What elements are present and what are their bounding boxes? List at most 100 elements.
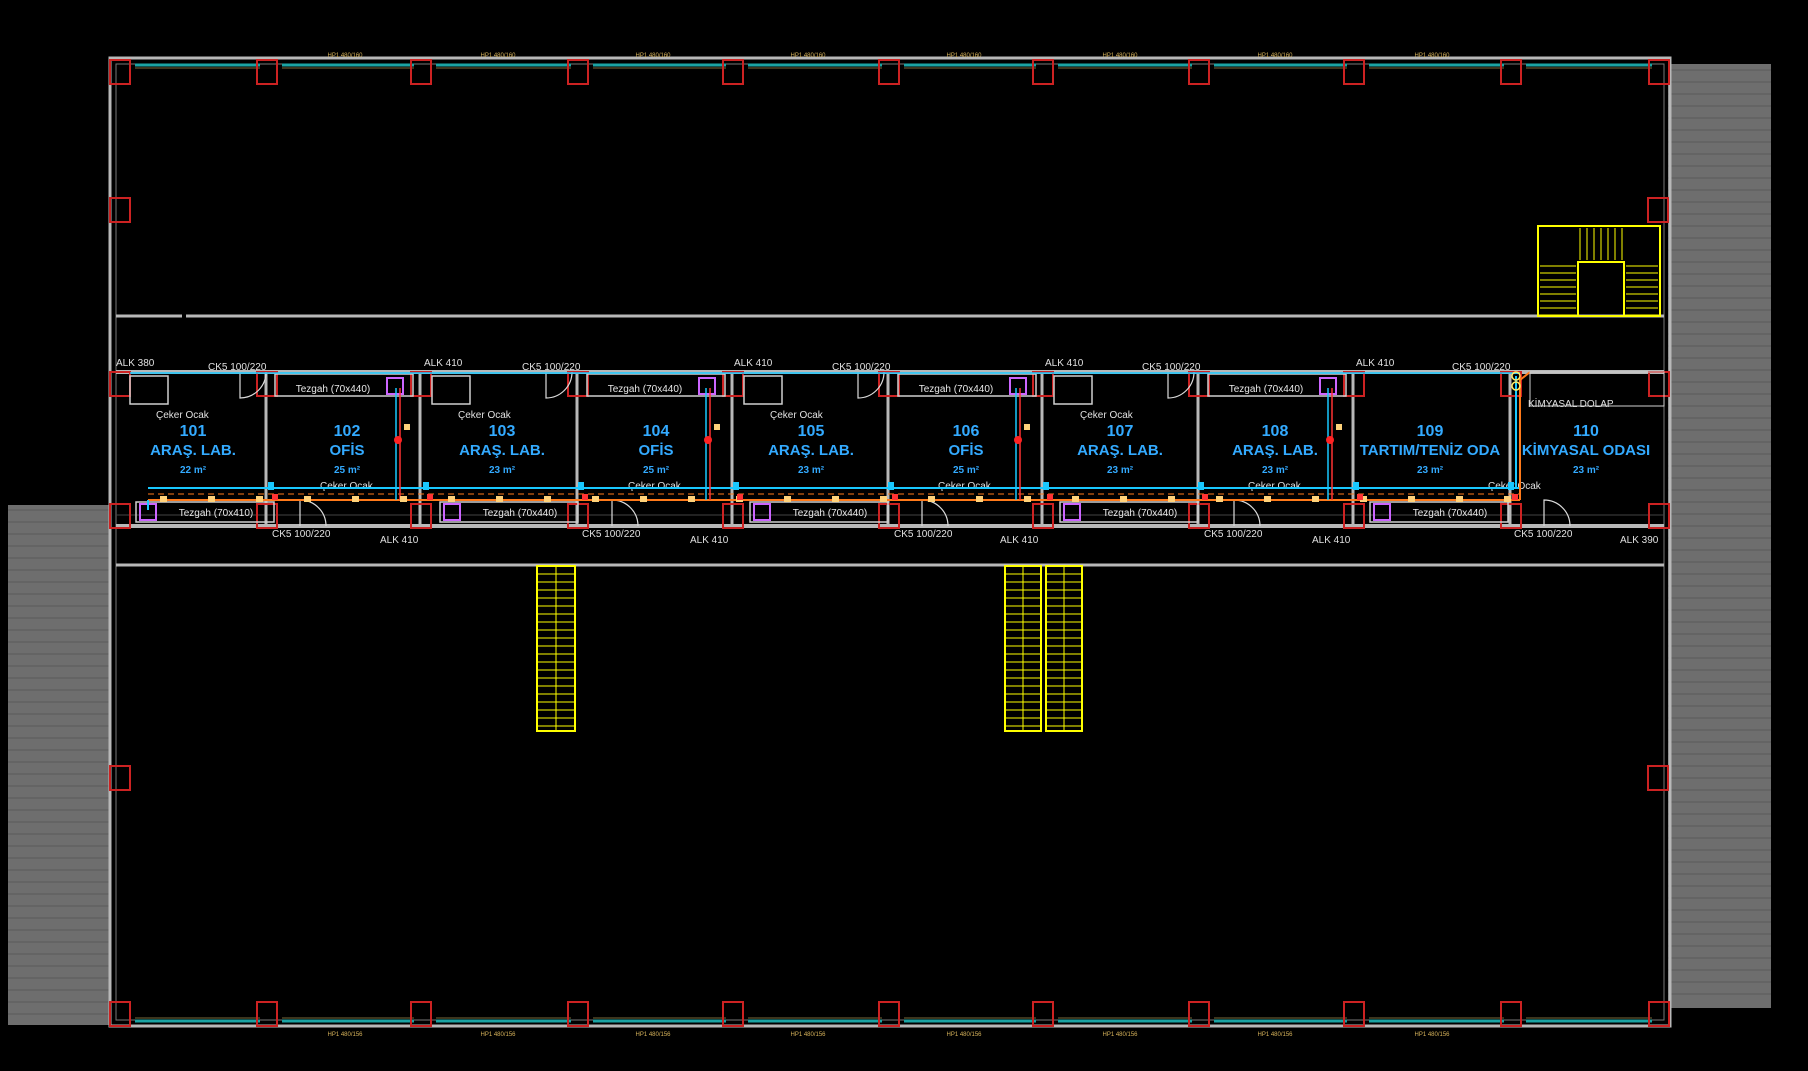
column bbox=[878, 1001, 900, 1027]
pipe-junction bbox=[578, 482, 584, 490]
fume-hood-label: Çeker Ocak bbox=[1488, 481, 1542, 492]
door-swing bbox=[857, 371, 885, 399]
alk-label-bottom: ALK 410 bbox=[1000, 535, 1039, 546]
column bbox=[1188, 1001, 1210, 1027]
ck-label-bottom: CK5 100/220 bbox=[582, 529, 641, 540]
column bbox=[1647, 197, 1669, 223]
room-number: 106 bbox=[953, 423, 980, 440]
alk-label-top: ALK 410 bbox=[1356, 358, 1395, 369]
room-number: 109 bbox=[1417, 423, 1444, 440]
room-area: 25 m² bbox=[953, 465, 980, 476]
fitting bbox=[1120, 496, 1127, 502]
column bbox=[410, 371, 432, 397]
ck-label-bottom: CK5 100/220 bbox=[1204, 529, 1263, 540]
column bbox=[410, 59, 432, 85]
outer-wall-inner bbox=[115, 63, 1665, 1021]
room-number: 104 bbox=[643, 423, 670, 440]
sink-icon bbox=[386, 377, 404, 395]
room-area: 23 m² bbox=[1573, 465, 1600, 476]
bench-label-bottom: Tezgah (70x440) bbox=[1413, 508, 1488, 519]
column bbox=[1343, 503, 1365, 529]
alk-label-bottom: ALK 410 bbox=[1312, 535, 1351, 546]
column bbox=[109, 1001, 131, 1027]
ck-label-bottom: CK5 100/220 bbox=[272, 529, 331, 540]
window-label-top: HP1 480/160 bbox=[327, 53, 363, 59]
bench-label-top: Tezgah (70x440) bbox=[296, 384, 371, 395]
window-label-top: HP1 480/160 bbox=[1414, 53, 1450, 59]
valve-red bbox=[1326, 436, 1334, 444]
room-number: 105 bbox=[798, 423, 825, 440]
sink-icon bbox=[1373, 503, 1391, 521]
column bbox=[1648, 503, 1670, 529]
fitting bbox=[256, 496, 263, 502]
fitting bbox=[1504, 496, 1511, 502]
pipe-junction-red bbox=[1202, 494, 1208, 500]
bench-top bbox=[274, 373, 414, 397]
window-label-bottom: HP1 480/156 bbox=[1414, 1032, 1450, 1038]
sink-icon bbox=[1009, 377, 1027, 395]
pipe-junction-red bbox=[272, 494, 278, 500]
door-swing bbox=[299, 499, 327, 527]
room-name: ARAŞ. LAB. bbox=[768, 442, 854, 459]
ck-label-top: CK5 100/220 bbox=[208, 362, 267, 373]
column bbox=[1032, 59, 1054, 85]
fume-hood bbox=[129, 375, 169, 405]
column bbox=[1032, 1001, 1054, 1027]
room-number: 110 bbox=[1573, 423, 1599, 440]
window-label-bottom: HP1 480/156 bbox=[946, 1032, 982, 1038]
pipe-junction-red bbox=[737, 494, 743, 500]
room-number: 102 bbox=[334, 423, 361, 440]
column bbox=[109, 197, 131, 223]
room-area: 23 m² bbox=[1262, 465, 1289, 476]
room-name: OFİS bbox=[638, 442, 673, 459]
column bbox=[1188, 371, 1210, 397]
chemical-cabinet-label: KİMYASAL DOLAP bbox=[1528, 397, 1614, 410]
pipe-junction bbox=[1353, 482, 1359, 490]
pipe-junction-red bbox=[582, 494, 588, 500]
door-swing bbox=[239, 371, 267, 399]
fume-hood bbox=[1053, 375, 1093, 405]
window-label-bottom: HP1 480/156 bbox=[480, 1032, 516, 1038]
column bbox=[1032, 371, 1054, 397]
column bbox=[1500, 59, 1522, 85]
fume-hood-label: Çeker Ocak bbox=[938, 481, 992, 492]
ck-label-top: CK5 100/220 bbox=[1452, 362, 1511, 373]
door-swing bbox=[1543, 499, 1571, 527]
room-name: OFİS bbox=[948, 442, 983, 459]
column bbox=[567, 371, 589, 397]
left-gray-block bbox=[8, 505, 110, 1025]
fume-hood-label: Çeker Ocak bbox=[458, 410, 512, 421]
window-label-bottom: HP1 480/156 bbox=[327, 1032, 363, 1038]
pipe-junction bbox=[1043, 482, 1049, 490]
column bbox=[256, 1001, 278, 1027]
pipe-cap bbox=[1511, 371, 1521, 381]
fitting bbox=[928, 496, 935, 502]
window-label-top: HP1 480/160 bbox=[790, 53, 826, 59]
fitting bbox=[496, 496, 503, 502]
column bbox=[410, 1001, 432, 1027]
outer-wall bbox=[108, 56, 1672, 1028]
bench-label-top: Tezgah (70x440) bbox=[608, 384, 683, 395]
bench-top bbox=[586, 373, 726, 397]
room-name: ARAŞ. LAB. bbox=[459, 442, 545, 459]
window-label-top: HP1 480/160 bbox=[946, 53, 982, 59]
fitting bbox=[880, 496, 887, 502]
fitting bbox=[784, 496, 791, 502]
room-area: 23 m² bbox=[798, 465, 825, 476]
fitting bbox=[448, 496, 455, 502]
column bbox=[878, 503, 900, 529]
door-swing bbox=[1167, 371, 1195, 399]
pipe-junction-red bbox=[1512, 494, 1518, 500]
pipe-orange-riser bbox=[1519, 371, 1531, 500]
door-swing bbox=[545, 371, 573, 399]
room-area: 25 m² bbox=[334, 465, 361, 476]
pipe-cap bbox=[1511, 381, 1521, 391]
pipe-junction bbox=[733, 482, 739, 490]
fitting bbox=[1456, 496, 1463, 502]
column bbox=[1648, 1001, 1670, 1027]
door-swing bbox=[1233, 499, 1261, 527]
column bbox=[878, 59, 900, 85]
fitting bbox=[544, 496, 551, 502]
